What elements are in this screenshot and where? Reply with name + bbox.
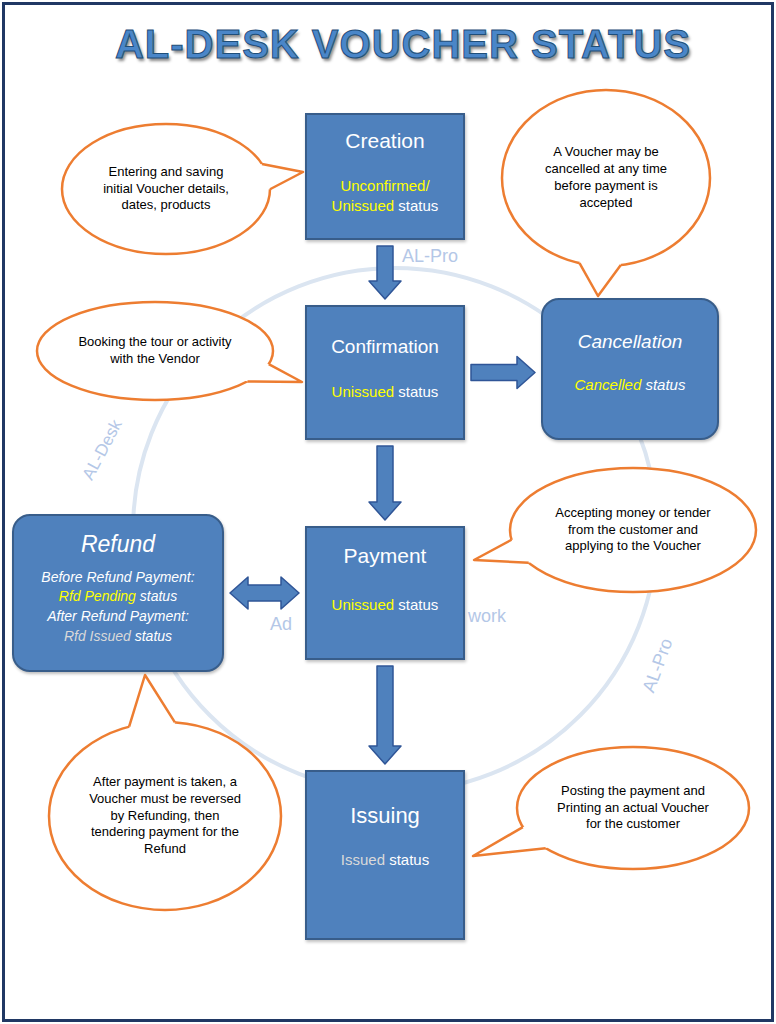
block-arrow	[369, 446, 401, 520]
status-box: IssuingIssuedstatus	[305, 770, 465, 940]
box-heading: Confirmation	[331, 336, 439, 357]
status-text: Unissued	[332, 383, 395, 400]
status-text: Issued	[341, 851, 385, 868]
text-line: Creation	[313, 128, 457, 153]
status-text: Rfd Issued	[64, 628, 131, 644]
box-content: RefundBefore Refund Payment:Rfd Pendings…	[14, 516, 222, 646]
callout-text: Posting the payment and Printing an actu…	[555, 783, 711, 834]
text-line: Rfd Issuedstatus	[20, 628, 216, 645]
callout-bubble: Booking the tour or activity with the Ve…	[35, 300, 275, 402]
text-line: After Refund Payment:	[20, 608, 216, 625]
bubble-tail-fill	[234, 362, 302, 382]
bubble-tail-fill	[473, 824, 559, 856]
status-text: Cancelled	[575, 376, 642, 393]
status-box: PaymentUnissuedstatus	[305, 526, 465, 660]
status-text: Rfd Pending	[59, 588, 136, 604]
status-box: RefundBefore Refund Payment:Rfd Pendings…	[12, 514, 224, 672]
status-box: CancellationCancelledstatus	[541, 298, 719, 440]
bubble-tail-fill	[129, 675, 175, 740]
bubble-tail	[129, 675, 175, 727]
bubble-tail	[262, 164, 303, 189]
status-text: Unconfirmed/	[340, 177, 429, 194]
callout-bubble: Entering and saving initial Voucher deta…	[60, 122, 272, 256]
status-text: status	[645, 376, 685, 393]
status-box: ConfirmationUnissuedstatus	[305, 305, 465, 440]
callout-bubble: Posting the payment and Printing an actu…	[515, 745, 751, 871]
callout-text: A Voucher may be cancelled at any time b…	[536, 144, 676, 212]
box-heading: Cancellation	[578, 331, 683, 352]
watermark-text: AL-Pro	[639, 636, 678, 696]
callout-bubble: A Voucher may be cancelled at any time b…	[500, 88, 712, 268]
bubble-ellipse	[37, 302, 273, 400]
callout-text: Entering and saving initial Voucher deta…	[96, 164, 236, 215]
bubble-tail-fill	[580, 250, 621, 296]
status-text: Unissued	[332, 197, 395, 214]
text-line: Issuedstatus	[313, 851, 457, 869]
bubble-tail	[247, 364, 302, 382]
text-line: Payment	[313, 543, 457, 568]
watermark-text: Ad	[270, 614, 292, 635]
status-text: After Refund Payment:	[47, 608, 189, 624]
text-line: Confirmation	[313, 336, 457, 359]
text-line: Unissuedstatus	[313, 596, 457, 614]
text-line: Unissuedstatus	[313, 383, 457, 401]
diagram-title: AL-DESK VOUCHER STATUS	[0, 22, 776, 67]
box-content: CreationUnconfirmed/Unissuedstatus	[307, 115, 463, 216]
bubble-ellipse	[62, 124, 270, 254]
callout-text: Accepting money or tender from the custo…	[551, 505, 716, 556]
box-heading: Payment	[344, 544, 427, 567]
callout-bubble: Accepting money or tender from the custo…	[508, 466, 758, 594]
box-content: PaymentUnissuedstatus	[307, 528, 463, 615]
box-content: CancellationCancelledstatus	[543, 300, 717, 395]
text-line: Unconfirmed/	[313, 177, 457, 195]
text-line: Cancelledstatus	[549, 376, 711, 394]
box-heading: Issuing	[350, 803, 420, 828]
watermark-text: AL-Desk	[78, 417, 126, 484]
status-text: status	[389, 851, 429, 868]
text-line: Unissuedstatus	[313, 197, 457, 215]
watermark-text: work	[468, 606, 506, 627]
status-text: Before Refund Payment:	[41, 569, 194, 585]
status-text: status	[398, 383, 438, 400]
bubble-tail	[474, 540, 529, 563]
bubble-ellipse	[502, 90, 710, 266]
status-text: status	[140, 588, 177, 604]
bubble-tail-fill	[248, 164, 303, 189]
block-arrow	[369, 246, 401, 299]
bubble-ellipse	[49, 722, 281, 910]
text-line: Before Refund Payment:	[20, 569, 216, 586]
bubble-tail	[473, 827, 546, 856]
block-arrow	[471, 357, 535, 389]
callout-bubble: After payment is taken, a Voucher must b…	[47, 720, 283, 912]
text-line: Issuing	[313, 803, 457, 829]
box-content: IssuingIssuedstatus	[307, 772, 463, 870]
bubble-ellipse	[517, 747, 749, 869]
bubble-tail	[580, 263, 621, 296]
callout-text: Booking the tour or activity with the Ve…	[76, 334, 234, 368]
box-heading: Creation	[345, 129, 424, 152]
text-line: Cancellation	[549, 331, 711, 354]
status-text: status	[135, 628, 172, 644]
text-line: Rfd Pendingstatus	[20, 588, 216, 605]
watermark-text: AL-Pro	[402, 246, 458, 267]
callout-text: After payment is taken, a Voucher must b…	[87, 774, 243, 858]
status-text: Unissued	[332, 596, 395, 613]
box-heading: Refund	[81, 531, 155, 557]
status-text: status	[398, 596, 438, 613]
box-content: ConfirmationUnissuedstatus	[307, 307, 463, 402]
block-arrow	[230, 577, 299, 609]
bubble-tail-fill	[474, 538, 544, 563]
bubble-ellipse	[510, 468, 756, 592]
status-box: CreationUnconfirmed/Unissuedstatus	[305, 113, 465, 240]
text-line: Refund	[20, 531, 216, 559]
block-arrow	[369, 666, 401, 764]
status-text: status	[398, 197, 438, 214]
